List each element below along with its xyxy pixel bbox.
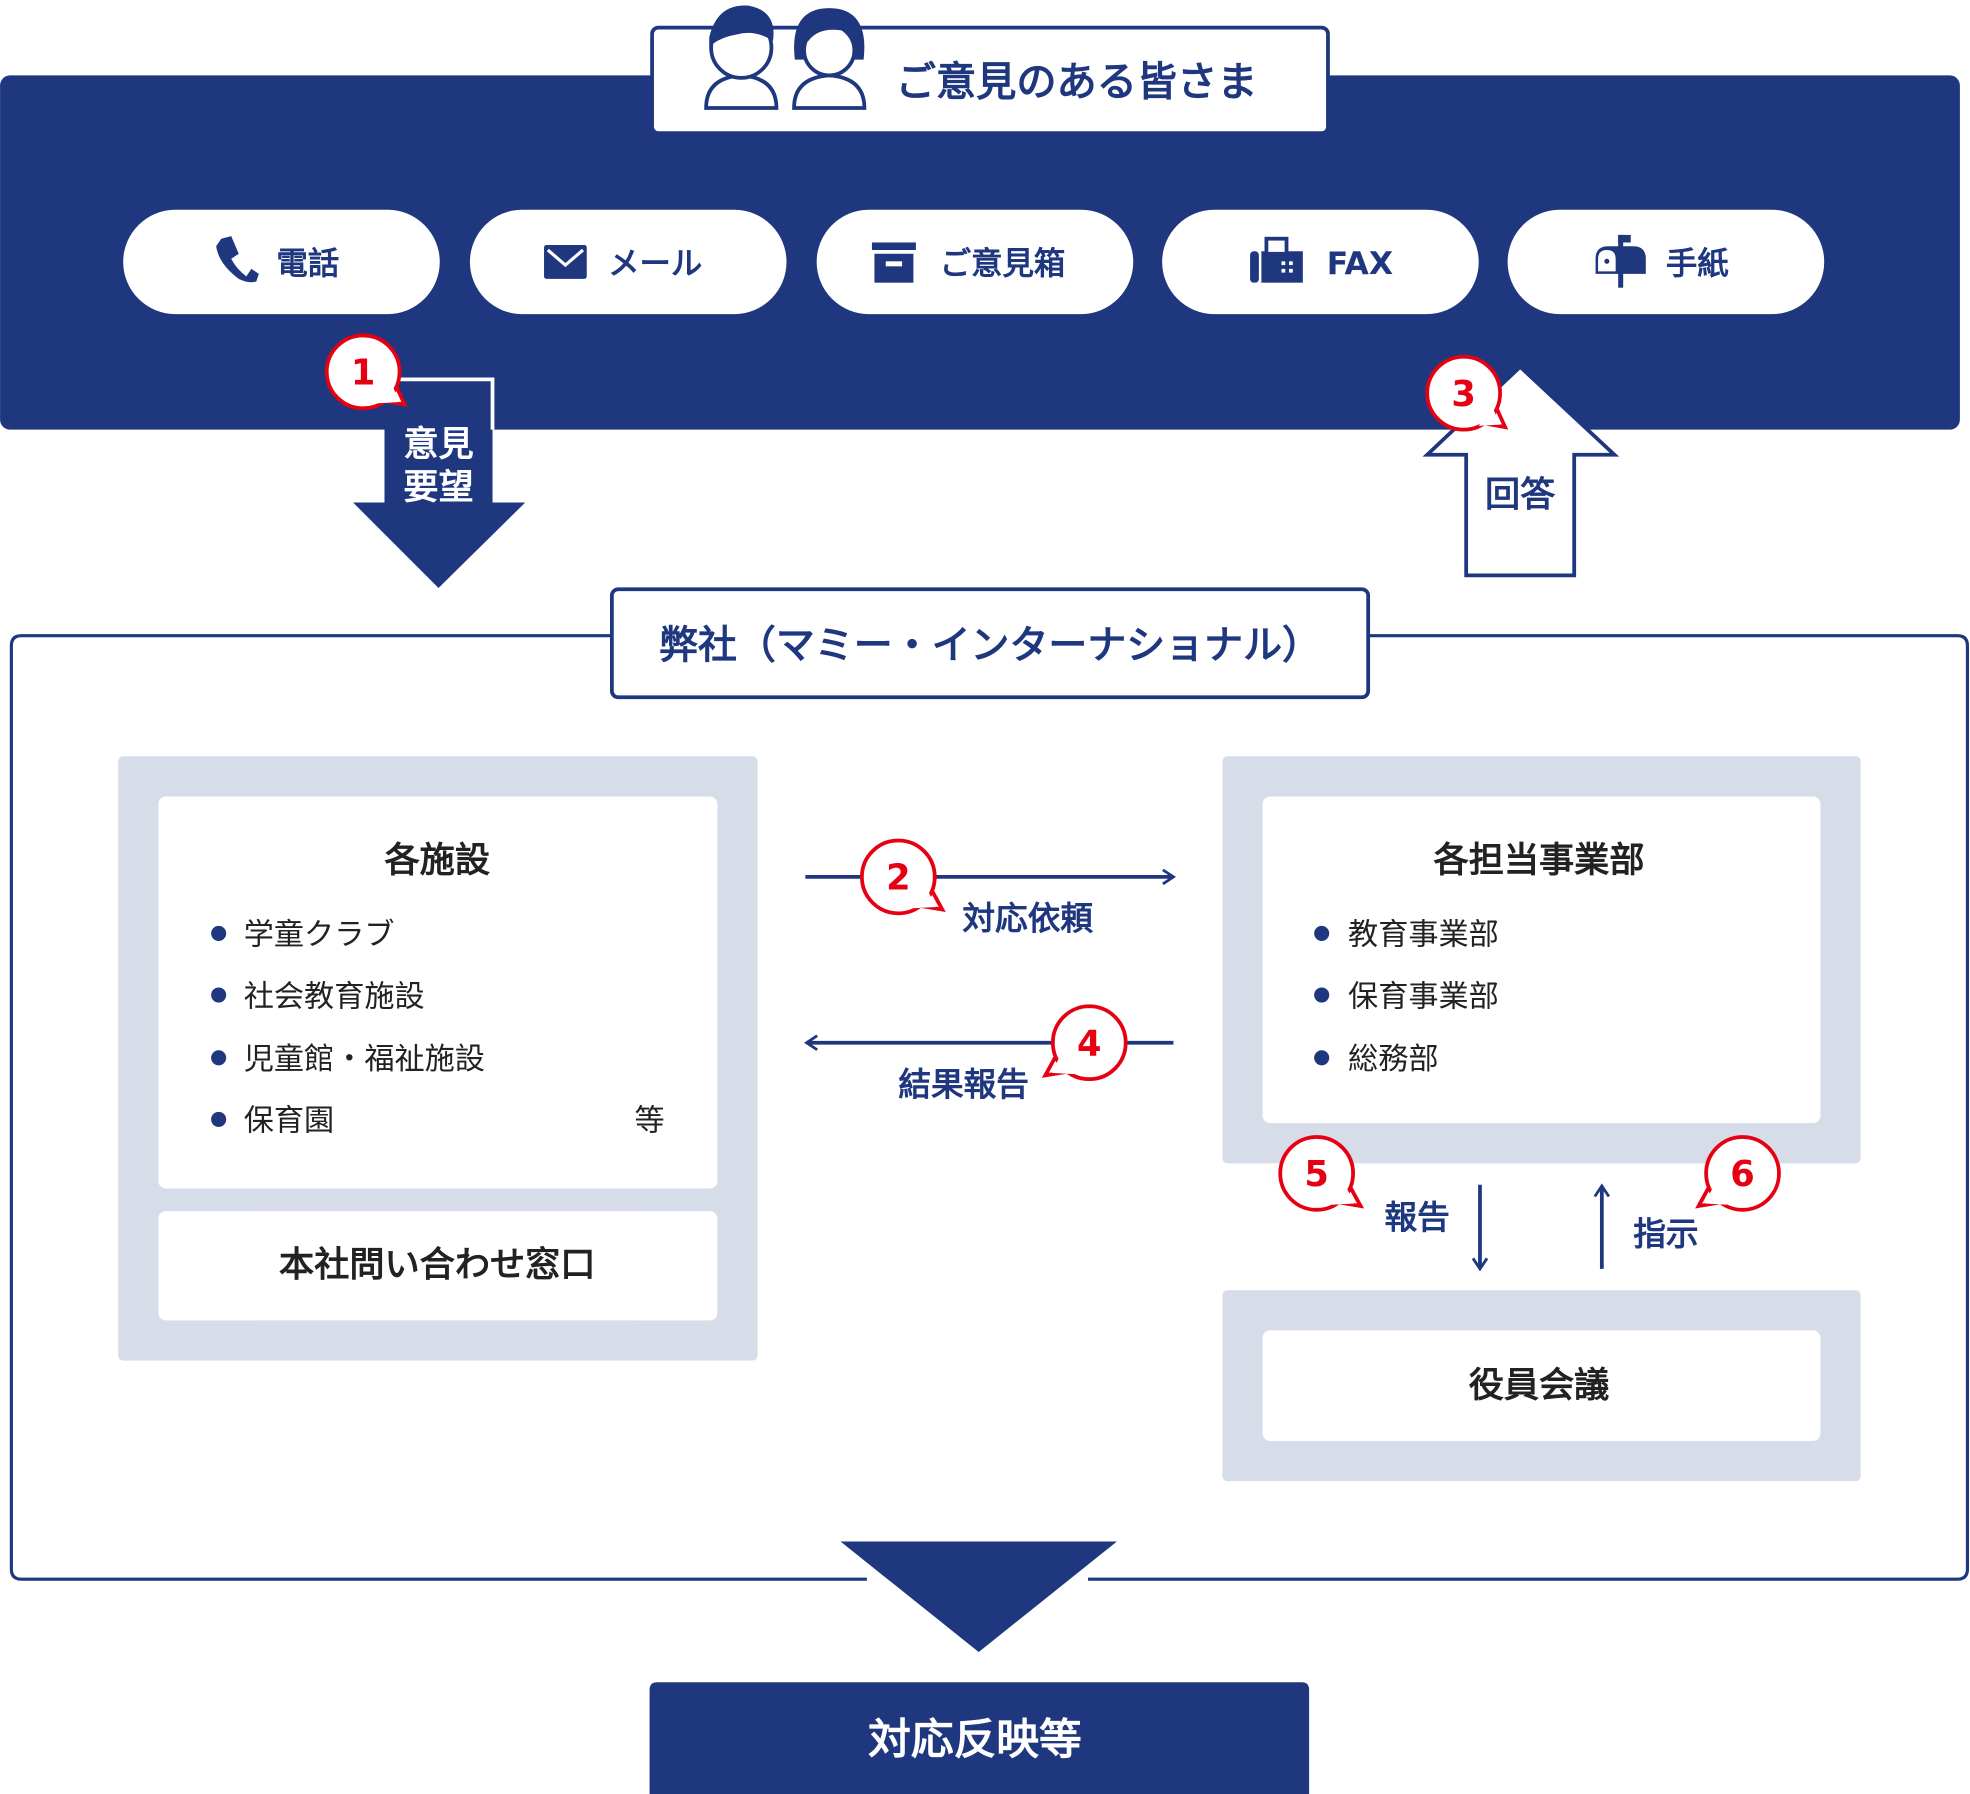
step-number: 3 <box>1451 374 1475 415</box>
people-icon <box>704 5 867 110</box>
company-title-box: 弊社（マミー・インターナショナル） <box>609 587 1371 700</box>
departments-title: 各担当事業部 <box>1434 840 1645 881</box>
suggestion-box-icon <box>871 242 916 283</box>
arrow-label: 対応依頼 <box>962 900 1093 938</box>
channel-label: 手紙 <box>1666 246 1729 282</box>
list-item: 児童館・福祉施設 <box>244 1042 485 1077</box>
step-number: 4 <box>1077 1023 1101 1064</box>
channel-phone: 電話 <box>123 209 440 315</box>
result-label: 対応反映等 <box>868 1715 1082 1765</box>
channel-label: FAX <box>1327 246 1393 282</box>
step-number: 2 <box>886 857 910 898</box>
channel-label: メール <box>608 246 702 282</box>
arrow-opinions: 意見 要望 <box>353 377 526 588</box>
arrow-report: 報告 <box>1385 1184 1489 1272</box>
channel-label: 電話 <box>276 245 339 282</box>
facility-list: 学童クラブ 社会教育施設 児童館・福祉施設 保育園 等 <box>211 918 665 1139</box>
step-number: 5 <box>1304 1154 1328 1195</box>
list-item: 教育事業部 <box>1348 918 1499 953</box>
etc-label: 等 <box>634 1104 664 1139</box>
step-badge-2: 2 <box>859 838 946 916</box>
arrow-label: 報告 <box>1385 1199 1450 1237</box>
facilities-panel: 各施設 学童クラブ 社会教育施設 児童館・福祉施設 保育園 等 本社問い合わせ窓… <box>118 756 758 1361</box>
step-badge-6: 6 <box>1695 1135 1781 1212</box>
step-number: 1 <box>351 352 375 393</box>
channel-fax: FAX <box>1162 209 1479 315</box>
arrow-request: 対応依頼 <box>805 868 1176 938</box>
result-box: 対応反映等 <box>649 1682 1310 1794</box>
channel-letter: 手紙 <box>1507 209 1825 315</box>
board-title: 役員会議 <box>1469 1365 1610 1406</box>
step-badge-4: 4 <box>1041 1004 1128 1082</box>
list-item: 学童クラブ <box>244 918 395 953</box>
arrow-label: 要望 <box>403 467 473 508</box>
down-triangle <box>840 1541 1117 1653</box>
company-title: 弊社（マミー・インターナショナル） <box>659 623 1321 668</box>
step-number: 6 <box>1730 1154 1754 1195</box>
list-item: 保育園 <box>244 1104 334 1139</box>
facilities-title: 各施設 <box>385 840 491 881</box>
mail-icon <box>544 244 587 279</box>
channel-mail: メール <box>469 209 787 315</box>
list-item: 総務部 <box>1348 1042 1438 1077</box>
arrow-label: 結果報告 <box>898 1065 1029 1103</box>
arrow-label: 意見 <box>403 424 473 465</box>
phone-icon <box>216 236 259 283</box>
customers-title: ご意見のある皆さま <box>896 59 1258 105</box>
step-badge-5: 5 <box>1278 1135 1365 1212</box>
channel-suggestion-box: ご意見箱 <box>816 209 1134 315</box>
hq-contact: 本社問い合わせ窓口 <box>279 1244 595 1285</box>
fax-icon <box>1250 236 1303 283</box>
arrow-label: 指示 <box>1633 1215 1698 1253</box>
list-item: 社会教育施設 <box>244 979 425 1014</box>
arrow-instruction: 指示 <box>1593 1183 1699 1269</box>
customers-header: ご意見のある皆さま <box>650 5 1330 136</box>
arrow-label: 回答 <box>1485 474 1556 515</box>
board-panel: 役員会議 <box>1222 1290 1861 1482</box>
mailbox-icon <box>1595 234 1646 288</box>
channel-label: ご意見箱 <box>940 245 1066 282</box>
list-item: 保育事業部 <box>1348 979 1499 1014</box>
step-badge-1: 1 <box>324 333 408 411</box>
departments-panel: 各担当事業部 教育事業部 保育事業部 総務部 <box>1222 756 1861 1164</box>
step-badge-3: 3 <box>1425 354 1509 432</box>
